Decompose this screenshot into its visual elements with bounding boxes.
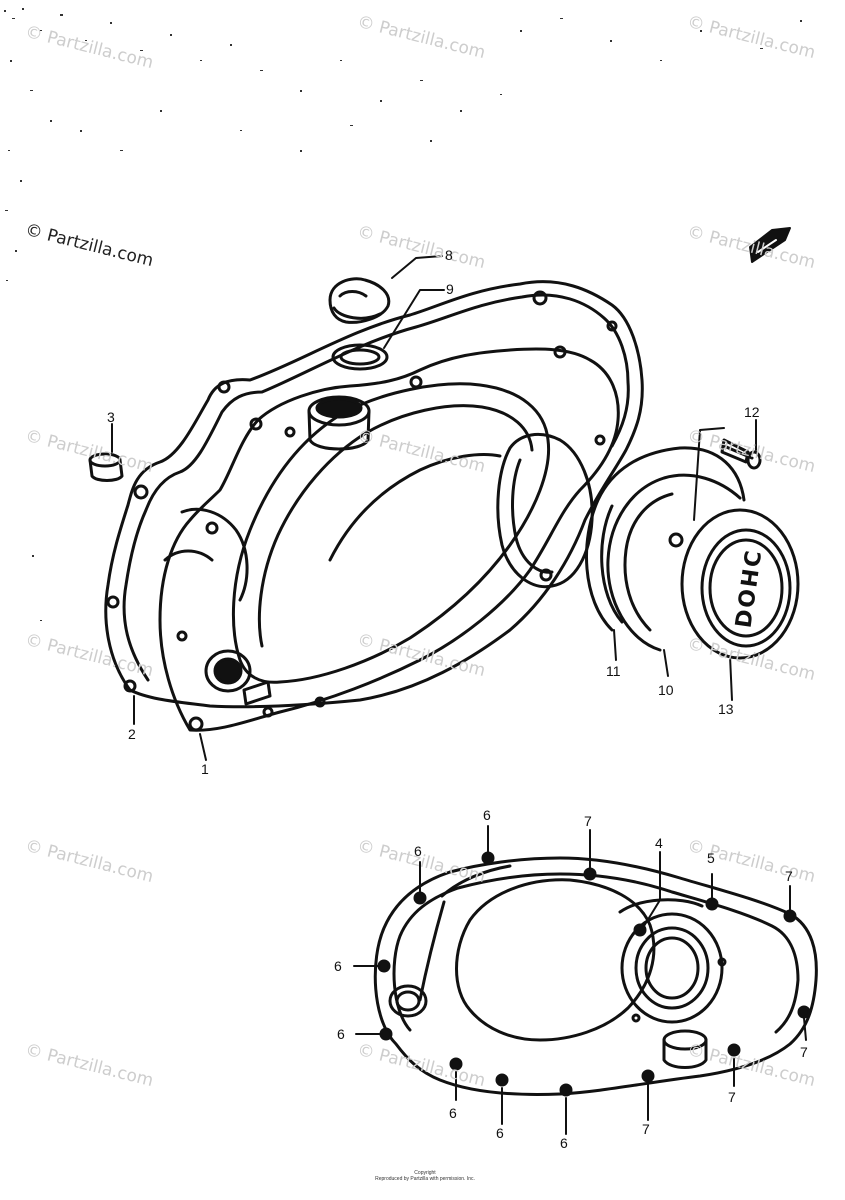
- part-9-o-ring: [331, 343, 389, 371]
- callout-10: 10: [658, 682, 674, 698]
- callout-7: 7: [785, 868, 793, 884]
- assembled-cover: [373, 851, 818, 1097]
- part-3-dowel-pin: [88, 452, 124, 482]
- part-2-gasket: [104, 280, 644, 709]
- callout-6: 6: [496, 1125, 504, 1141]
- callout-11: 11: [606, 663, 621, 679]
- copyright-line-2: Reproduced by Partzilla with permission.…: [375, 1176, 475, 1182]
- callout-1: 1: [201, 761, 209, 777]
- part-11-gasket: [585, 446, 746, 632]
- callout-12: 12: [744, 404, 760, 420]
- callout-6: 6: [337, 1026, 345, 1042]
- callout-7: 7: [728, 1089, 736, 1105]
- lower-leader-lines: [353, 825, 807, 1135]
- callout-9: 9: [446, 281, 454, 297]
- copyright-line-1: Copyright: [414, 1170, 436, 1176]
- badge-text: DOHC: [729, 547, 765, 629]
- callout-6: 6: [483, 807, 491, 823]
- callout-5: 5: [707, 850, 715, 866]
- part-1-crankcase-cover: [158, 345, 620, 732]
- scan-noise: [4, 8, 802, 621]
- part-10-cover: [606, 473, 742, 652]
- callout-3: 3: [107, 409, 115, 425]
- direction-arrow: [749, 227, 791, 263]
- callout-6: 6: [414, 843, 422, 859]
- callout-13: 13: [718, 701, 734, 717]
- part-13-dohc-badge: [668, 508, 800, 660]
- callout-6: 6: [560, 1135, 568, 1151]
- part-8-filler-cap: [328, 277, 391, 324]
- part-12-screw: [720, 438, 762, 470]
- callout-7: 7: [800, 1044, 808, 1060]
- upper-leader-lines: [111, 255, 757, 761]
- callout-7: 7: [642, 1121, 650, 1137]
- callout-2: 2: [128, 726, 136, 742]
- callout-6: 6: [334, 958, 342, 974]
- callout-6: 6: [449, 1105, 457, 1121]
- callout-4: 4: [655, 835, 663, 851]
- callout-8: 8: [445, 247, 453, 263]
- callout-7: 7: [584, 813, 592, 829]
- copyright-notice: Copyright Reproduced by Partzilla with p…: [360, 1170, 490, 1182]
